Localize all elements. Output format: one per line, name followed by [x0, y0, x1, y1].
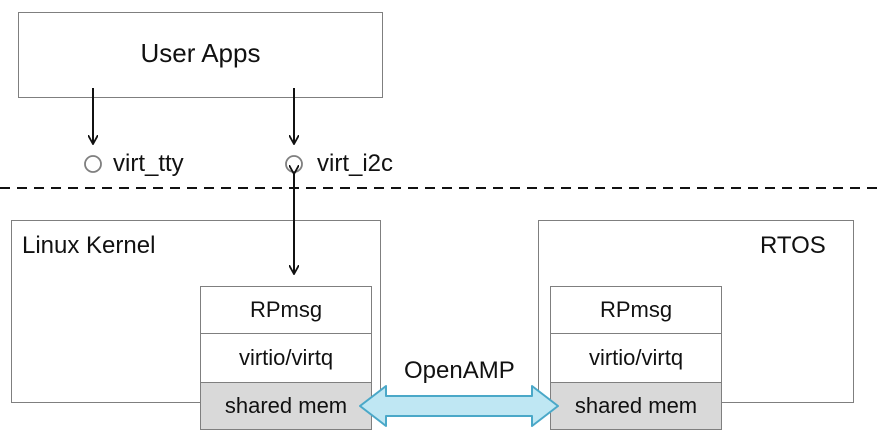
virt-i2c-port-icon: [285, 155, 303, 173]
linux-virtio-layer: virtio/virtq: [200, 333, 372, 383]
linux-shared-mem-layer: shared mem: [200, 382, 372, 430]
rtos-rpmsg-layer: RPmsg: [550, 286, 722, 334]
virt-tty-label: virt_tty: [113, 150, 184, 177]
linux-kernel-label: Linux Kernel: [22, 232, 156, 259]
virt-tty-port-icon: [84, 155, 102, 173]
rtos-shared-mem-layer: shared mem: [550, 382, 722, 430]
virt-i2c-label: virt_i2c: [317, 150, 394, 177]
openamp-link-arrow: [359, 385, 559, 427]
user-apps-label: User Apps: [140, 38, 261, 68]
rtos-label: RTOS: [760, 232, 826, 259]
linux-rpmsg-layer: RPmsg: [200, 286, 372, 334]
user-apps-box: [18, 12, 383, 98]
openamp-label: OpenAMP: [404, 357, 515, 384]
